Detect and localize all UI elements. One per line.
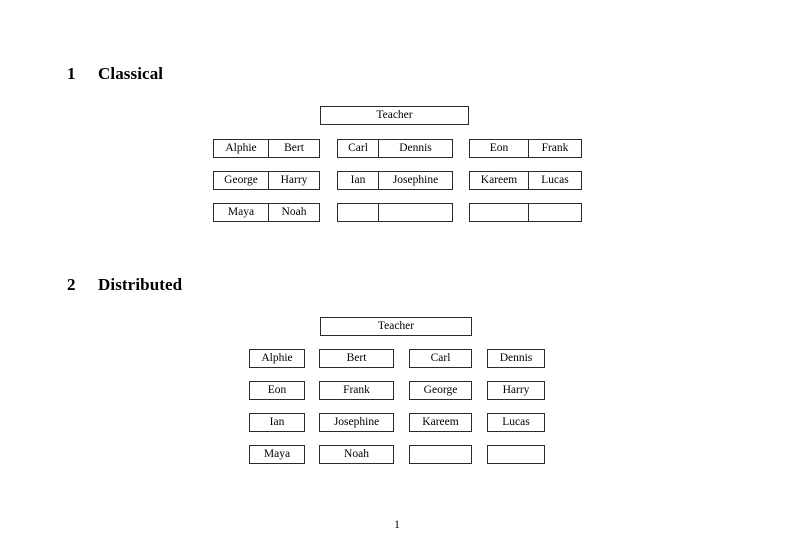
table-cell: Eon: [489, 142, 509, 154]
section-heading-distributed: 2 Distributed: [67, 275, 182, 295]
table-cell: Kareem: [409, 413, 472, 432]
table-cell: Alphie: [225, 142, 257, 154]
table-row: [469, 203, 582, 222]
section-number: 1: [67, 64, 76, 83]
table-cell: Lucas: [487, 413, 545, 432]
table-cell: Lucas: [528, 172, 581, 189]
table-cell: Harry: [487, 381, 545, 400]
section-heading-classical: 1 Classical: [67, 64, 163, 84]
table-row: Alphie Bert Carl Dennis: [249, 349, 545, 368]
table-cell: George: [224, 174, 258, 186]
teacher-box-classical: Teacher: [320, 106, 469, 125]
section-title: Distributed: [98, 275, 183, 294]
table-cell: Noah: [268, 204, 319, 221]
table-row: Maya Noah: [213, 203, 320, 222]
section-title: Classical: [98, 64, 164, 83]
table-cell: Eon: [249, 381, 305, 400]
table-cell: Bert: [268, 140, 319, 157]
table-cell: Dennis: [378, 140, 452, 157]
table-cell-empty: [528, 204, 581, 221]
distributed-grid: Alphie Bert Carl Dennis Eon Frank George…: [249, 349, 545, 464]
table-row: George Harry: [213, 171, 320, 190]
table-cell: Frank: [319, 381, 394, 400]
table-cell: Maya: [249, 445, 305, 464]
table-cell: Ian: [350, 174, 366, 186]
table-row: Eon Frank George Harry: [249, 381, 545, 400]
table-cell: Josephine: [378, 172, 452, 189]
table-row: Maya Noah: [249, 445, 545, 464]
table-row: Carl Dennis: [337, 139, 453, 158]
table-cell: Frank: [528, 140, 581, 157]
page-number: 1: [394, 519, 400, 531]
table-cell: Maya: [227, 206, 255, 218]
table-cell-empty: [338, 204, 378, 221]
section-number: 2: [67, 275, 76, 294]
table-cell: George: [409, 381, 472, 400]
table-row: Ian Josephine: [337, 171, 453, 190]
table-cell: Carl: [409, 349, 472, 368]
teacher-box-distributed: Teacher: [320, 317, 472, 336]
table-row: Eon Frank: [469, 139, 582, 158]
table-cell-empty: [487, 445, 545, 464]
table-cell: Noah: [319, 445, 394, 464]
table-cell: Harry: [268, 172, 319, 189]
table-cell: Kareem: [480, 174, 518, 186]
table-cell: Josephine: [319, 413, 394, 432]
table-row: [337, 203, 453, 222]
table-row: Alphie Bert: [213, 139, 320, 158]
table-cell: Dennis: [487, 349, 545, 368]
table-cell-empty: [378, 204, 452, 221]
classical-group-a: Alphie Bert George Harry Maya Noah: [213, 139, 320, 222]
table-row: Kareem Lucas: [469, 171, 582, 190]
table-row: Ian Josephine Kareem Lucas: [249, 413, 545, 432]
table-cell: Carl: [348, 142, 368, 154]
classical-group-c: Eon Frank Kareem Lucas: [469, 139, 582, 222]
table-cell: Alphie: [249, 349, 305, 368]
table-cell: Ian: [249, 413, 305, 432]
table-cell: Bert: [319, 349, 394, 368]
classical-group-b: Carl Dennis Ian Josephine: [337, 139, 453, 222]
table-cell-empty: [409, 445, 472, 464]
table-cell-empty: [470, 204, 528, 221]
